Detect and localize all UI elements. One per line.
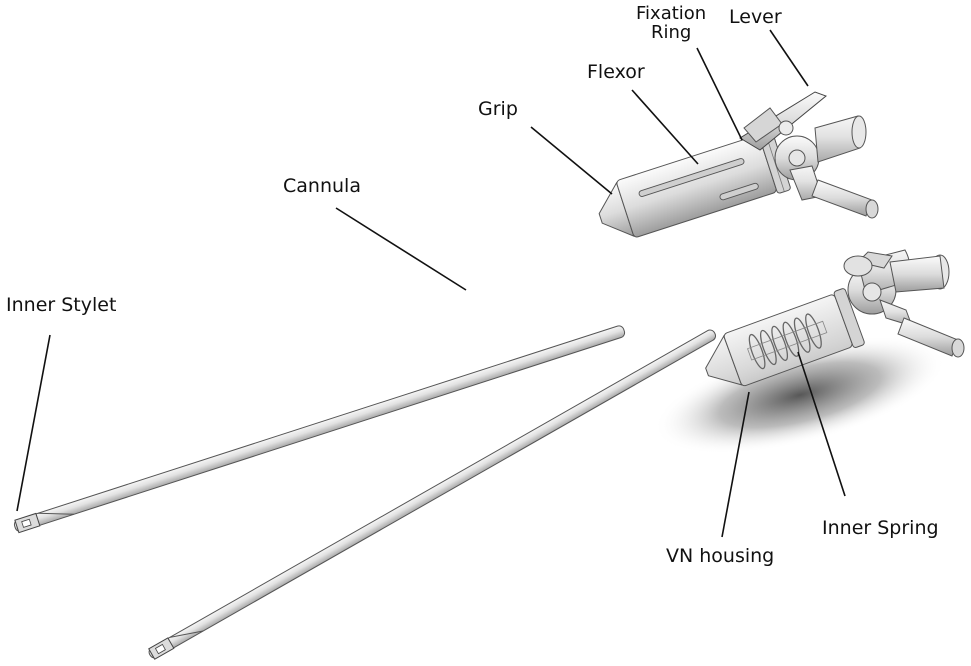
leader-vn-housing [721,391,750,538]
label-fixation-line1: Fixation [636,3,707,24]
grip-body [598,128,791,238]
inner-spring-coil [748,313,822,370]
cannula-shaft [13,325,626,534]
label-flexor: Flexor [587,61,645,83]
lower-needle-assembly [148,249,965,660]
label-inner-spring: Inner Spring [822,517,939,539]
leader-lines [16,29,846,538]
label-vn-housing: VN housing [666,545,775,567]
label-fixation-line2: Ring [651,22,692,43]
leader-inner-spring [797,351,846,497]
lower-valve [843,249,965,358]
leader-inner-stylet [16,334,51,512]
leader-lever [769,29,809,87]
vn-housing-body [705,288,865,387]
upper-valve [774,115,879,219]
lever [739,91,827,151]
leader-grip [530,126,613,195]
label-cannula: Cannula [283,175,361,197]
lower-shaft [148,329,717,660]
label-lever: Lever [729,6,782,28]
upper-needle-assembly [13,91,879,534]
leader-fixation-ring [696,47,743,141]
label-grip: Grip [478,98,518,120]
label-inner-stylet: Inner Stylet [6,294,117,316]
leader-flexor [631,89,699,165]
leader-cannula [335,207,467,291]
